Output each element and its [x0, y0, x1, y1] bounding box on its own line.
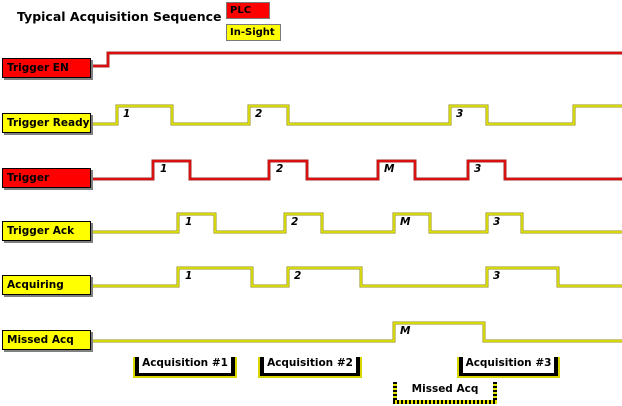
bracket-outline: Acquisition #2 — [258, 357, 362, 378]
pulse-label-trigger-m: M — [384, 163, 395, 175]
pulse-label-acquiring-2: 2 — [294, 270, 302, 282]
pulse-label-trigger-1: 1 — [160, 163, 168, 175]
pulse-label-trigger-ack-m: M — [400, 216, 411, 228]
signal-wave-highlight-missed-acq — [91, 322, 622, 342]
bracket-acquisition-3: Acquisition #3 — [457, 357, 560, 378]
pulse-label-acquiring-1: 1 — [185, 270, 193, 282]
pulse-label-trigger-ack-2: 2 — [291, 216, 299, 228]
bracket-shape: Acquisition #2 — [260, 357, 360, 376]
signal-wave-highlight-trigger — [91, 160, 622, 180]
bracket-label: Acquisition #1 — [142, 357, 228, 369]
pulse-label-trigger-ready-3: 3 — [456, 108, 464, 120]
bracket-outline: Acquisition #3 — [457, 357, 560, 378]
signal-label-trigger-en: Trigger EN — [2, 58, 91, 78]
signal-wave-highlight-trigger-en — [91, 52, 622, 67]
legend-plc: PLC — [226, 2, 270, 19]
bracket-acquisition-2: Acquisition #2 — [258, 357, 362, 378]
pulse-label-trigger-ready-2: 2 — [255, 108, 263, 120]
bracket-acquisition-1: Acquisition #1 — [133, 357, 237, 378]
dashed-bar-bottom — [393, 400, 497, 404]
bracket-outline: Acquisition #1 — [133, 357, 237, 378]
signal-label-missed-acq: Missed Acq — [2, 330, 91, 350]
bracket-label: Acquisition #2 — [267, 357, 353, 369]
pulse-label-trigger-ack-1: 1 — [185, 216, 193, 228]
pulse-label-missed-acq-m: M — [400, 325, 411, 337]
pulse-label-trigger-2: 2 — [276, 163, 284, 175]
pulse-label-trigger-3: 3 — [474, 163, 482, 175]
bracket-shape: Acquisition #3 — [459, 357, 558, 376]
signal-wave-missed-acq — [91, 321, 622, 343]
dashed-bar-right — [493, 382, 497, 402]
signal-wave-highlight-trigger-ack — [91, 213, 622, 233]
signal-label-acquiring: Acquiring — [2, 275, 91, 295]
bracket-label: Acquisition #3 — [465, 357, 552, 369]
signal-wave-highlight-trigger-ready — [91, 105, 622, 125]
signal-wave-trigger-ready — [91, 104, 622, 126]
legend-insight: In-Sight — [226, 24, 281, 41]
signal-wave-trigger-ack — [91, 212, 622, 234]
bracket-label: Missed Acq — [411, 383, 479, 395]
bracket-shape: Acquisition #1 — [135, 357, 235, 376]
pulse-label-trigger-ready-1: 1 — [123, 108, 131, 120]
signal-label-trigger-ack: Trigger Ack — [2, 221, 91, 241]
signal-wave-acquiring — [91, 266, 622, 288]
pulse-label-trigger-ack-3: 3 — [493, 216, 501, 228]
signal-wave-trigger-en — [91, 51, 622, 68]
signal-label-trigger: Trigger — [2, 168, 91, 188]
bracket-missed-acq: Missed Acq — [393, 382, 497, 404]
signal-label-trigger-ready: Trigger Ready — [2, 113, 91, 133]
pulse-label-acquiring-3: 3 — [493, 270, 501, 282]
dashed-bar-left — [393, 382, 397, 402]
signal-wave-highlight-acquiring — [91, 267, 622, 287]
page-title: Typical Acquisition Sequence — [17, 9, 222, 24]
signal-wave-trigger — [91, 159, 622, 181]
